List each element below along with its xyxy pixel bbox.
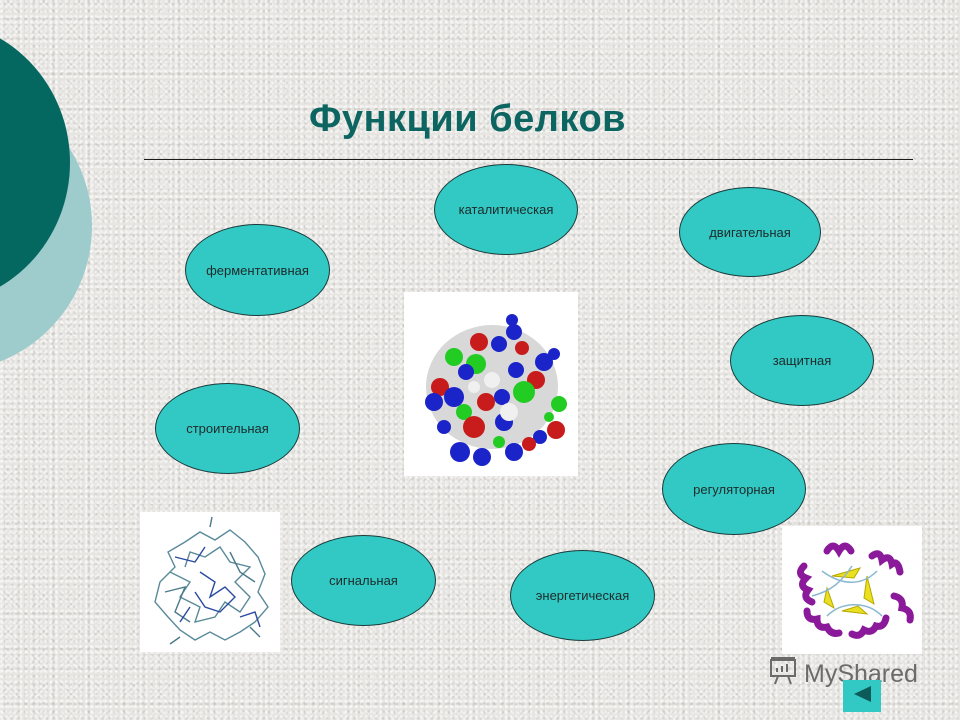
function-oval-protective[interactable]: защитная	[730, 315, 874, 406]
previous-slide-button[interactable]	[843, 680, 881, 712]
presentation-board-icon	[768, 656, 798, 693]
function-oval-motor[interactable]: двигательная	[679, 187, 821, 277]
protein-surface-model-image	[404, 292, 578, 476]
function-label: защитная	[772, 353, 832, 368]
function-oval-energetic[interactable]: энергетическая	[510, 550, 655, 641]
function-oval-catalytic[interactable]: каталитическая	[434, 164, 578, 255]
function-label: регуляторная	[693, 481, 775, 497]
function-label: ферментативная	[206, 262, 309, 278]
function-label: энергетическая	[535, 588, 630, 603]
function-label: строительная	[186, 421, 269, 436]
slide-title: Функции белков	[309, 98, 627, 140]
protein-ribbon-model-image	[782, 526, 922, 654]
title-divider	[144, 159, 913, 160]
function-oval-signaling[interactable]: сигнальная	[291, 535, 436, 626]
triangle-left-icon	[851, 684, 873, 709]
protein-stick-model-image	[140, 512, 280, 652]
function-label: двигательная	[709, 224, 791, 240]
function-oval-enzymatic[interactable]: ферментативная	[185, 224, 330, 316]
function-label: каталитическая	[458, 202, 554, 217]
function-label: сигнальная	[329, 573, 398, 588]
function-oval-structural[interactable]: строительная	[155, 383, 300, 474]
function-oval-regulatory[interactable]: регуляторная	[662, 443, 806, 535]
